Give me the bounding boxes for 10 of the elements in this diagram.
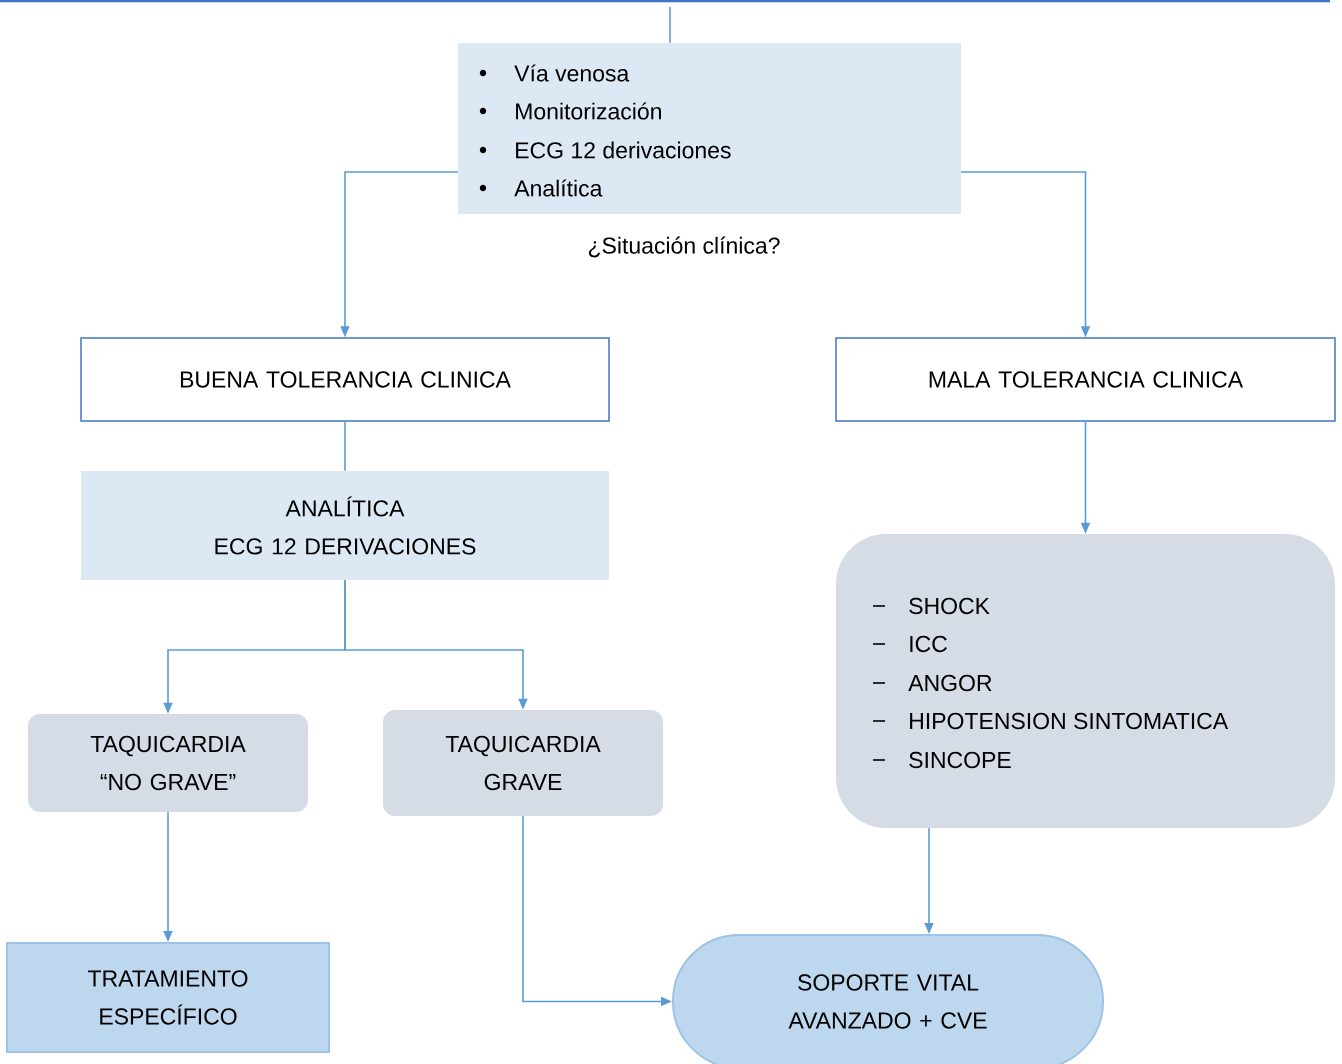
rounded-box: TAQUICARDIA “NO GRAVE” — [28, 714, 308, 812]
rounded-box: TAQUICARDIA GRAVE — [383, 710, 663, 816]
result-box: TRATAMIENTO ESPECÍFICO — [6, 942, 330, 1053]
question-label: ¿Situación clínica? — [588, 236, 780, 258]
process-box: ANALÍTICA ECG 12 DERIVACIONES — [81, 471, 609, 580]
info-box: Vía venosa Monitorización ECG 12 derivaciones Analítica — [458, 43, 961, 214]
process-box: BUENA TOLERANCIA CLINICA — [80, 337, 610, 422]
terminal-box: SOPORTE VITAL AVANZADO + CVE — [672, 934, 1104, 1064]
process-box: MALA TOLERANCIA CLINICA — [835, 337, 1336, 422]
rounded-box: SHOCK ICC ANGOR HIPOTENSION SINTOMATICA SINCOPE — [836, 534, 1335, 828]
